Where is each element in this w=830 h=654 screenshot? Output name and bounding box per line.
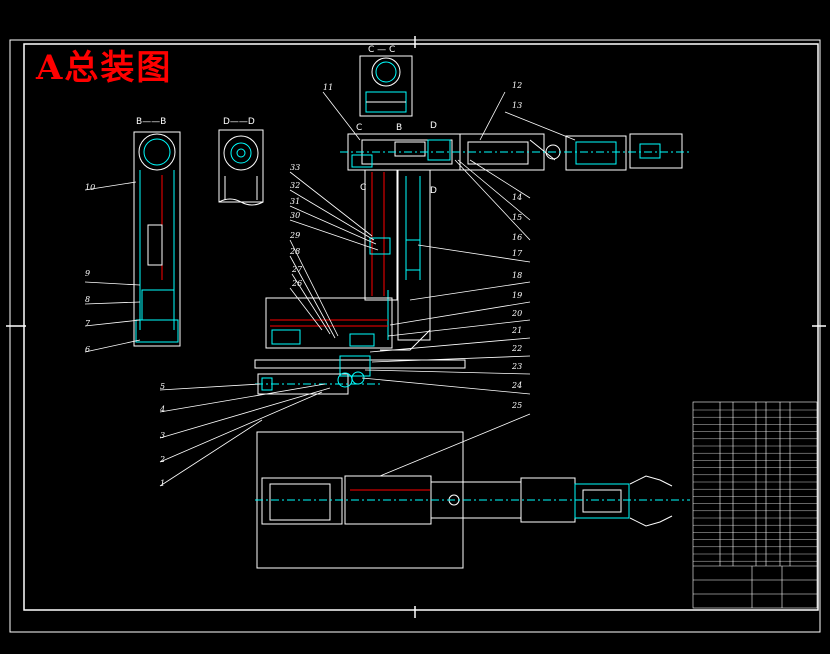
mark-c-1: C <box>356 123 362 133</box>
part-5: 5 <box>160 382 165 391</box>
part-10: 10 <box>85 183 95 192</box>
part-19: 19 <box>512 291 522 300</box>
inner-frame <box>23 43 819 611</box>
section-bb-view <box>133 131 181 347</box>
section-dd-view <box>218 129 264 206</box>
section-bb-label: B——B <box>136 117 166 127</box>
main-upper-arm <box>340 133 690 171</box>
part-13: 13 <box>512 101 522 110</box>
part-16: 16 <box>512 233 522 242</box>
part-18: 18 <box>512 271 522 280</box>
part-4: 4 <box>159 405 165 414</box>
part-31: 31 <box>290 197 300 206</box>
part-1: 1 <box>160 479 165 488</box>
section-dd-label: D——D <box>223 117 255 127</box>
part-23: 23 <box>511 362 522 371</box>
part-30: 30 <box>290 211 300 220</box>
part-6: 6 <box>85 345 90 354</box>
mark-d-2: D <box>430 186 437 196</box>
drawing-title: A总装图 <box>36 48 173 88</box>
part-8: 8 <box>85 295 90 304</box>
mark-d-1: D <box>430 121 437 131</box>
plan-view <box>255 431 690 569</box>
centering-marks <box>6 36 826 618</box>
part-22: 22 <box>511 344 522 353</box>
part-24: 24 <box>511 381 522 390</box>
part-17: 17 <box>512 249 523 258</box>
part-9: 9 <box>85 269 90 278</box>
part-27: 27 <box>291 265 303 274</box>
part-28: 28 <box>289 247 300 256</box>
part-25: 25 <box>511 401 522 410</box>
vertical-column <box>364 169 431 351</box>
mark-b: B <box>396 123 402 133</box>
parts-list-table <box>692 401 818 609</box>
outer-frame <box>9 39 821 633</box>
part-20: 20 <box>511 309 522 318</box>
part-number-labels: 1 2 3 4 5 6 7 8 9 10 11 12 13 14 15 16 1… <box>85 81 523 488</box>
part-12: 12 <box>512 81 522 90</box>
section-cc-label: C — C <box>368 45 395 55</box>
part-15: 15 <box>512 213 522 222</box>
part-11: 11 <box>323 83 333 92</box>
part-3: 3 <box>160 431 165 440</box>
part-2: 2 <box>159 455 165 464</box>
base-assembly <box>254 297 466 395</box>
section-cc-view <box>359 55 413 117</box>
part-14: 14 <box>512 193 522 202</box>
section-letters: C — C B——B D——D C B D C D <box>136 45 437 196</box>
part-7: 7 <box>85 319 91 328</box>
part-21: 21 <box>511 326 522 335</box>
part-32: 32 <box>290 181 300 190</box>
part-26: 26 <box>291 279 302 288</box>
part-33: 33 <box>290 163 300 172</box>
mark-c-2: C <box>360 183 366 193</box>
parts-list-rows <box>693 409 817 562</box>
part-29: 29 <box>289 231 300 240</box>
leader-lines <box>84 91 576 487</box>
